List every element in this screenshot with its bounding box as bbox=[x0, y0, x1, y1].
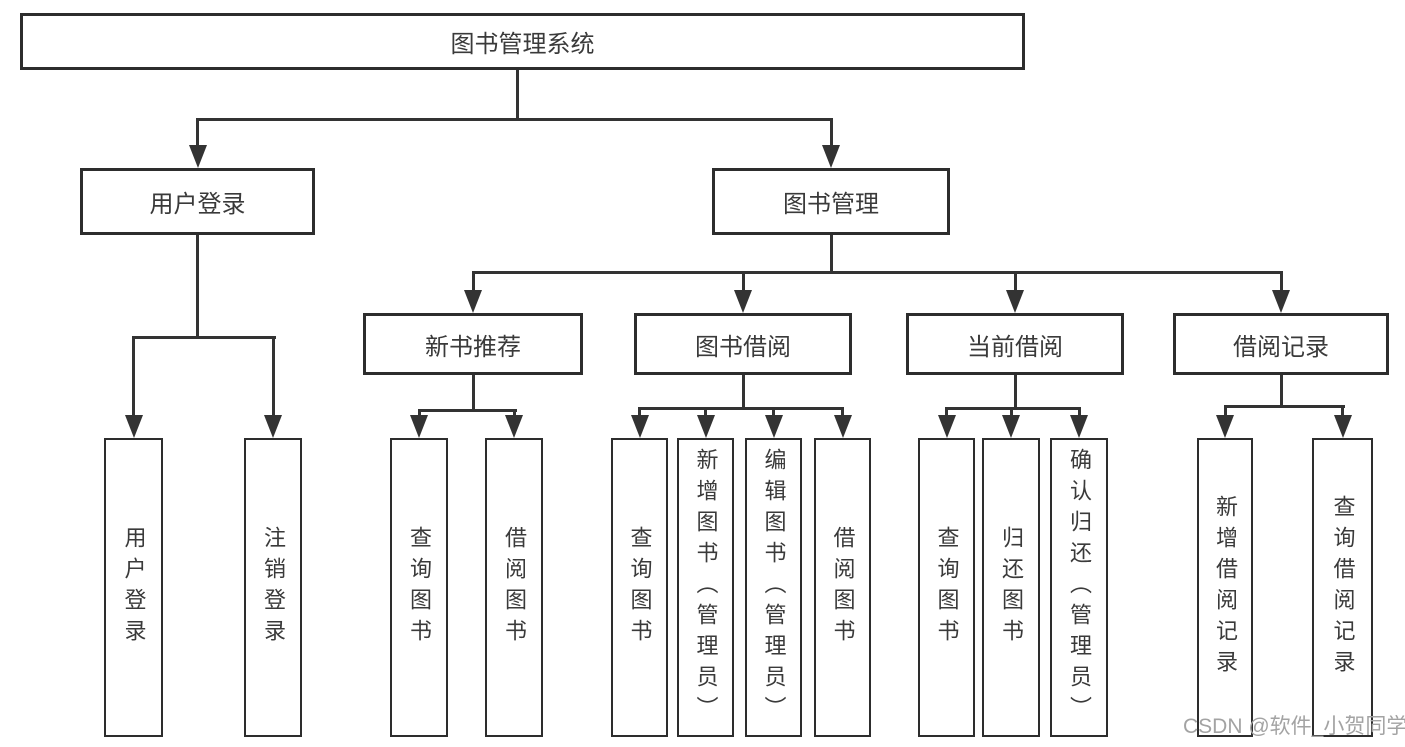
root-connector-vline bbox=[515, 70, 519, 120]
leaf-add-books-admin: 新增图书（管理员） bbox=[677, 438, 734, 737]
arrow-down-icon bbox=[630, 415, 649, 438]
book-management-connector-vline bbox=[829, 235, 833, 274]
book-borrow-connector-arrow-shaft bbox=[704, 407, 707, 418]
current-borrow-connector-hline bbox=[945, 407, 1081, 410]
book-management-connector-arrow-shaft bbox=[1013, 271, 1017, 292]
arrow-down-icon bbox=[833, 415, 852, 438]
node-book-management: 图书管理 bbox=[712, 168, 950, 235]
arrow-down-icon bbox=[1002, 415, 1020, 438]
arrow-down-icon bbox=[410, 415, 428, 438]
leaf-query-books: 查询图书 bbox=[611, 438, 668, 737]
book-management-connector-arrow-shaft bbox=[471, 271, 475, 292]
arrow-down-icon bbox=[1006, 290, 1024, 313]
book-management-connector-arrow-shaft bbox=[741, 271, 745, 292]
leaf-return-books: 归还图书 bbox=[982, 438, 1040, 737]
borrow-records-connector-hline bbox=[1223, 405, 1345, 408]
current-borrow-connector-arrow-shaft bbox=[945, 407, 948, 418]
arrow-down-icon bbox=[937, 415, 956, 438]
new-book-recommend-connector-arrow-shaft bbox=[512, 409, 516, 418]
leaf-query-books: 查询图书 bbox=[918, 438, 975, 737]
arrow-down-icon bbox=[505, 415, 523, 438]
book-borrow-connector-arrow-shaft bbox=[841, 407, 844, 418]
leaf-confirm-return-admin: 确认归还（管理员） bbox=[1050, 438, 1108, 737]
root-connector-hline bbox=[196, 118, 833, 121]
root-connector-arrow-shaft bbox=[196, 118, 199, 148]
book-borrow-connector-vline bbox=[741, 375, 745, 409]
node-new-book-recommend: 新书推荐 bbox=[363, 313, 583, 375]
csdn-watermark: CSDN @软件_小贺同学 bbox=[1183, 715, 1405, 738]
arrow-down-icon bbox=[1216, 415, 1234, 438]
arrow-down-icon bbox=[464, 290, 482, 313]
arrow-down-icon bbox=[696, 415, 715, 438]
arrow-down-icon bbox=[734, 290, 752, 313]
new-book-recommend-connector-vline bbox=[471, 375, 475, 411]
current-borrow-connector-vline bbox=[1013, 375, 1017, 409]
new-book-recommend-connector-arrow-shaft bbox=[417, 409, 421, 418]
borrow-records-connector-arrow-shaft bbox=[1223, 405, 1227, 418]
arrow-down-icon bbox=[124, 415, 143, 438]
leaf-query-borrow-record: 查询借阅记录 bbox=[1312, 438, 1373, 737]
borrow-records-connector-vline bbox=[1279, 375, 1283, 407]
node-current-borrow: 当前借阅 bbox=[906, 313, 1124, 375]
leaf-borrow-books: 借阅图书 bbox=[485, 438, 543, 737]
user-login-connector-arrow-shaft bbox=[271, 336, 275, 418]
arrow-down-icon bbox=[764, 415, 783, 438]
current-borrow-connector-arrow-shaft bbox=[1009, 407, 1013, 418]
root-connector-arrow-shaft bbox=[829, 118, 833, 148]
book-management-connector-hline bbox=[471, 271, 1283, 274]
book-management-connector-arrow-shaft bbox=[1279, 271, 1283, 292]
node-borrow-records: 借阅记录 bbox=[1173, 313, 1389, 375]
node-user-login: 用户登录 bbox=[80, 168, 315, 235]
leaf-logout: 注销登录 bbox=[244, 438, 302, 737]
user-login-connector-arrow-shaft bbox=[132, 336, 135, 418]
new-book-recommend-connector-hline bbox=[417, 409, 517, 412]
book-borrow-connector-arrow-shaft bbox=[638, 407, 641, 418]
arrow-down-icon bbox=[1070, 415, 1088, 438]
current-borrow-connector-arrow-shaft bbox=[1077, 407, 1081, 418]
leaf-query-books: 查询图书 bbox=[390, 438, 448, 737]
book-borrow-connector-hline bbox=[638, 407, 844, 410]
user-login-connector-vline bbox=[196, 235, 199, 338]
leaf-borrow-books: 借阅图书 bbox=[814, 438, 871, 737]
leaf-edit-books-admin: 编辑图书（管理员） bbox=[745, 438, 802, 737]
leaf-user-login: 用户登录 bbox=[104, 438, 163, 737]
book-borrow-connector-arrow-shaft bbox=[772, 407, 775, 418]
arrow-down-icon bbox=[1333, 415, 1352, 438]
arrow-down-icon bbox=[188, 145, 207, 168]
node-book-borrow: 图书借阅 bbox=[634, 313, 852, 375]
arrow-down-icon bbox=[822, 145, 840, 168]
borrow-records-connector-arrow-shaft bbox=[1341, 405, 1344, 418]
leaf-add-borrow-record: 新增借阅记录 bbox=[1197, 438, 1253, 737]
user-login-connector-hline bbox=[132, 336, 276, 339]
arrow-down-icon bbox=[1272, 290, 1290, 313]
node-library-system-root: 图书管理系统 bbox=[20, 13, 1025, 70]
arrow-down-icon bbox=[264, 415, 282, 438]
